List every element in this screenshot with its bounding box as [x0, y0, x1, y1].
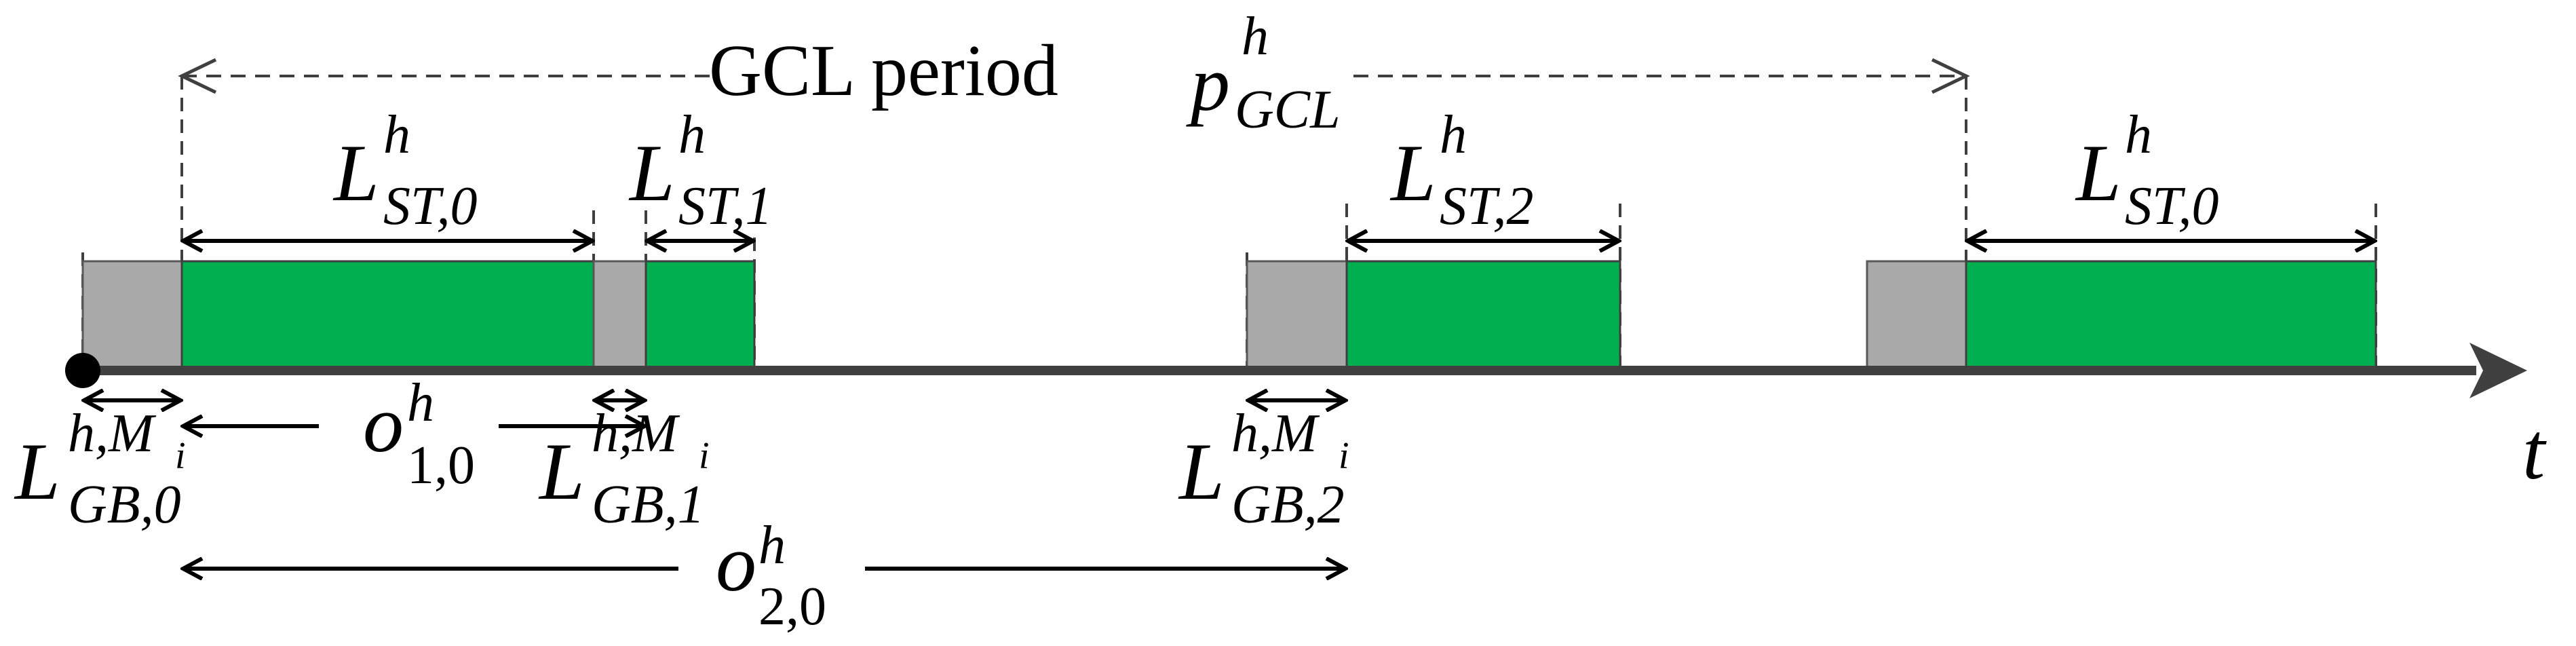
- schedule-blocks: [81, 260, 2377, 371]
- svg-text:h: h: [758, 516, 786, 575]
- gcl-period-sup: h: [1242, 7, 1269, 66]
- time-axis-label: t: [2522, 406, 2547, 496]
- svg-text:L: L: [14, 426, 60, 516]
- svg-text:1,0: 1,0: [407, 436, 475, 495]
- gcl-period-sub: GCL: [1235, 80, 1341, 140]
- guard-band-0: [81, 260, 183, 371]
- svg-text:h: h: [383, 105, 410, 165]
- svg-text:GB,0: GB,0: [68, 475, 181, 535]
- svg-text:h: h: [407, 373, 434, 433]
- svg-text:ST,1: ST,1: [678, 176, 773, 236]
- guard-band-2: [1246, 260, 1348, 371]
- svg-text:L: L: [538, 426, 585, 516]
- scheduled-slot-2: [1345, 260, 1621, 371]
- slot-label-1: L h ST,1: [628, 105, 773, 236]
- scheduled-slot-0: [180, 260, 595, 371]
- svg-text:h: h: [1440, 105, 1467, 165]
- guard-label-1: L h,M i GB,1: [538, 404, 710, 535]
- svg-text:GB,2: GB,2: [1231, 475, 1345, 535]
- svg-text:i: i: [175, 435, 186, 477]
- offset-arrows: [183, 426, 1345, 569]
- slot-label-0: L h ST,0: [332, 105, 478, 236]
- svg-text:h: h: [678, 105, 706, 165]
- guard-label-0: L h,M i GB,0: [14, 404, 186, 535]
- svg-text:h: h: [2125, 105, 2152, 165]
- svg-text:L: L: [2075, 128, 2121, 218]
- slot-label-2: L h ST,2: [1389, 105, 1534, 236]
- svg-text:L: L: [332, 128, 379, 218]
- svg-text:i: i: [699, 435, 710, 477]
- svg-text:h,M: h,M: [592, 404, 680, 463]
- guard-label-2: L h,M i GB,2: [1178, 404, 1349, 535]
- origin-dot: [65, 353, 100, 388]
- time-axis: t: [65, 343, 2547, 496]
- svg-text:i: i: [1339, 435, 1349, 477]
- offset-label-1: o h 2,0: [716, 516, 826, 636]
- svg-text:L: L: [1178, 426, 1225, 516]
- svg-text:ST,0: ST,0: [2125, 176, 2219, 236]
- scheduled-slot-3: [1965, 260, 2377, 371]
- svg-text:o: o: [716, 518, 756, 608]
- svg-text:ST,0: ST,0: [383, 176, 478, 236]
- svg-text:2,0: 2,0: [758, 577, 826, 636]
- scheduled-slot-1: [645, 260, 756, 371]
- svg-text:o: o: [363, 379, 404, 469]
- svg-text:L: L: [1389, 128, 1436, 218]
- gcl-period-title: GCL period p h GCL: [709, 7, 1341, 140]
- slot-label-3: L h ST,0: [2075, 105, 2219, 236]
- gcl-period-text: GCL period: [709, 31, 1058, 111]
- svg-text:GB,1: GB,1: [592, 475, 705, 535]
- svg-text:ST,2: ST,2: [1440, 176, 1534, 236]
- svg-text:h,M: h,M: [68, 404, 157, 463]
- gcl-period-symbol: p: [1186, 41, 1230, 128]
- guard-band-3: [1866, 260, 1967, 371]
- offset-label-0: o h 1,0: [363, 373, 475, 495]
- svg-text:L: L: [628, 128, 675, 218]
- svg-text:h,M: h,M: [1231, 404, 1320, 463]
- guard-band-1: [592, 260, 647, 371]
